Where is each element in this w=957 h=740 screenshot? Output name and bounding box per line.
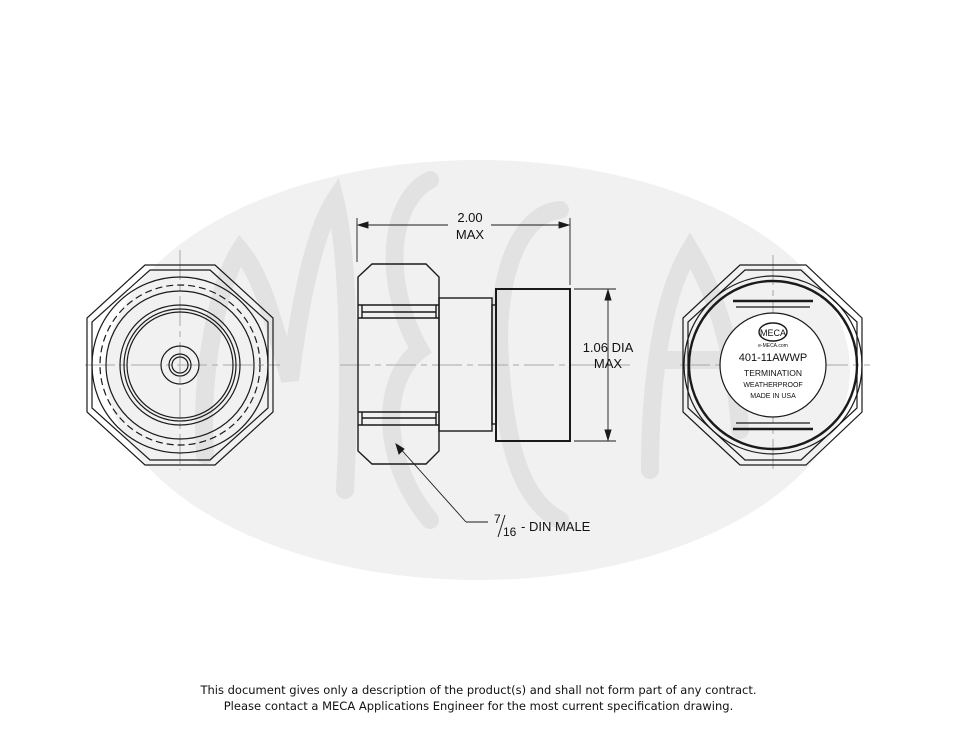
callout-fraction-denominator: 16: [503, 525, 517, 539]
fraction-slash: [497, 514, 506, 538]
callout-fraction-numerator: 7: [494, 512, 501, 526]
end-cap-line3: MADE IN USA: [750, 393, 796, 400]
diameter-dimension: [574, 288, 616, 442]
rear-view-end-cap: [680, 255, 870, 470]
disclaimer-line-2: Please contact a MECA Applications Engin…: [223, 699, 734, 713]
length-suffix: MAX: [456, 227, 485, 242]
end-cap-website: e-MECA.com: [758, 343, 788, 349]
front-view-connector-face: [85, 250, 280, 470]
diameter-suffix: MAX: [594, 356, 623, 371]
length-dimension: [356, 218, 571, 285]
end-cap-line1: TERMINATION: [744, 368, 802, 378]
side-view-profile: [340, 263, 630, 465]
end-cap-part-number: 401-11AWWP: [739, 352, 807, 364]
end-cap-line2: WEATHERPROOF: [743, 382, 802, 389]
callout-leader: [395, 442, 488, 523]
disclaimer-line-1: This document gives only a description o…: [200, 683, 757, 697]
diameter-value: 1.06 DIA: [583, 340, 634, 355]
length-value: 2.00: [457, 210, 482, 225]
callout-label: - DIN MALE: [521, 519, 591, 534]
end-cap-logo: MECA: [760, 328, 786, 338]
